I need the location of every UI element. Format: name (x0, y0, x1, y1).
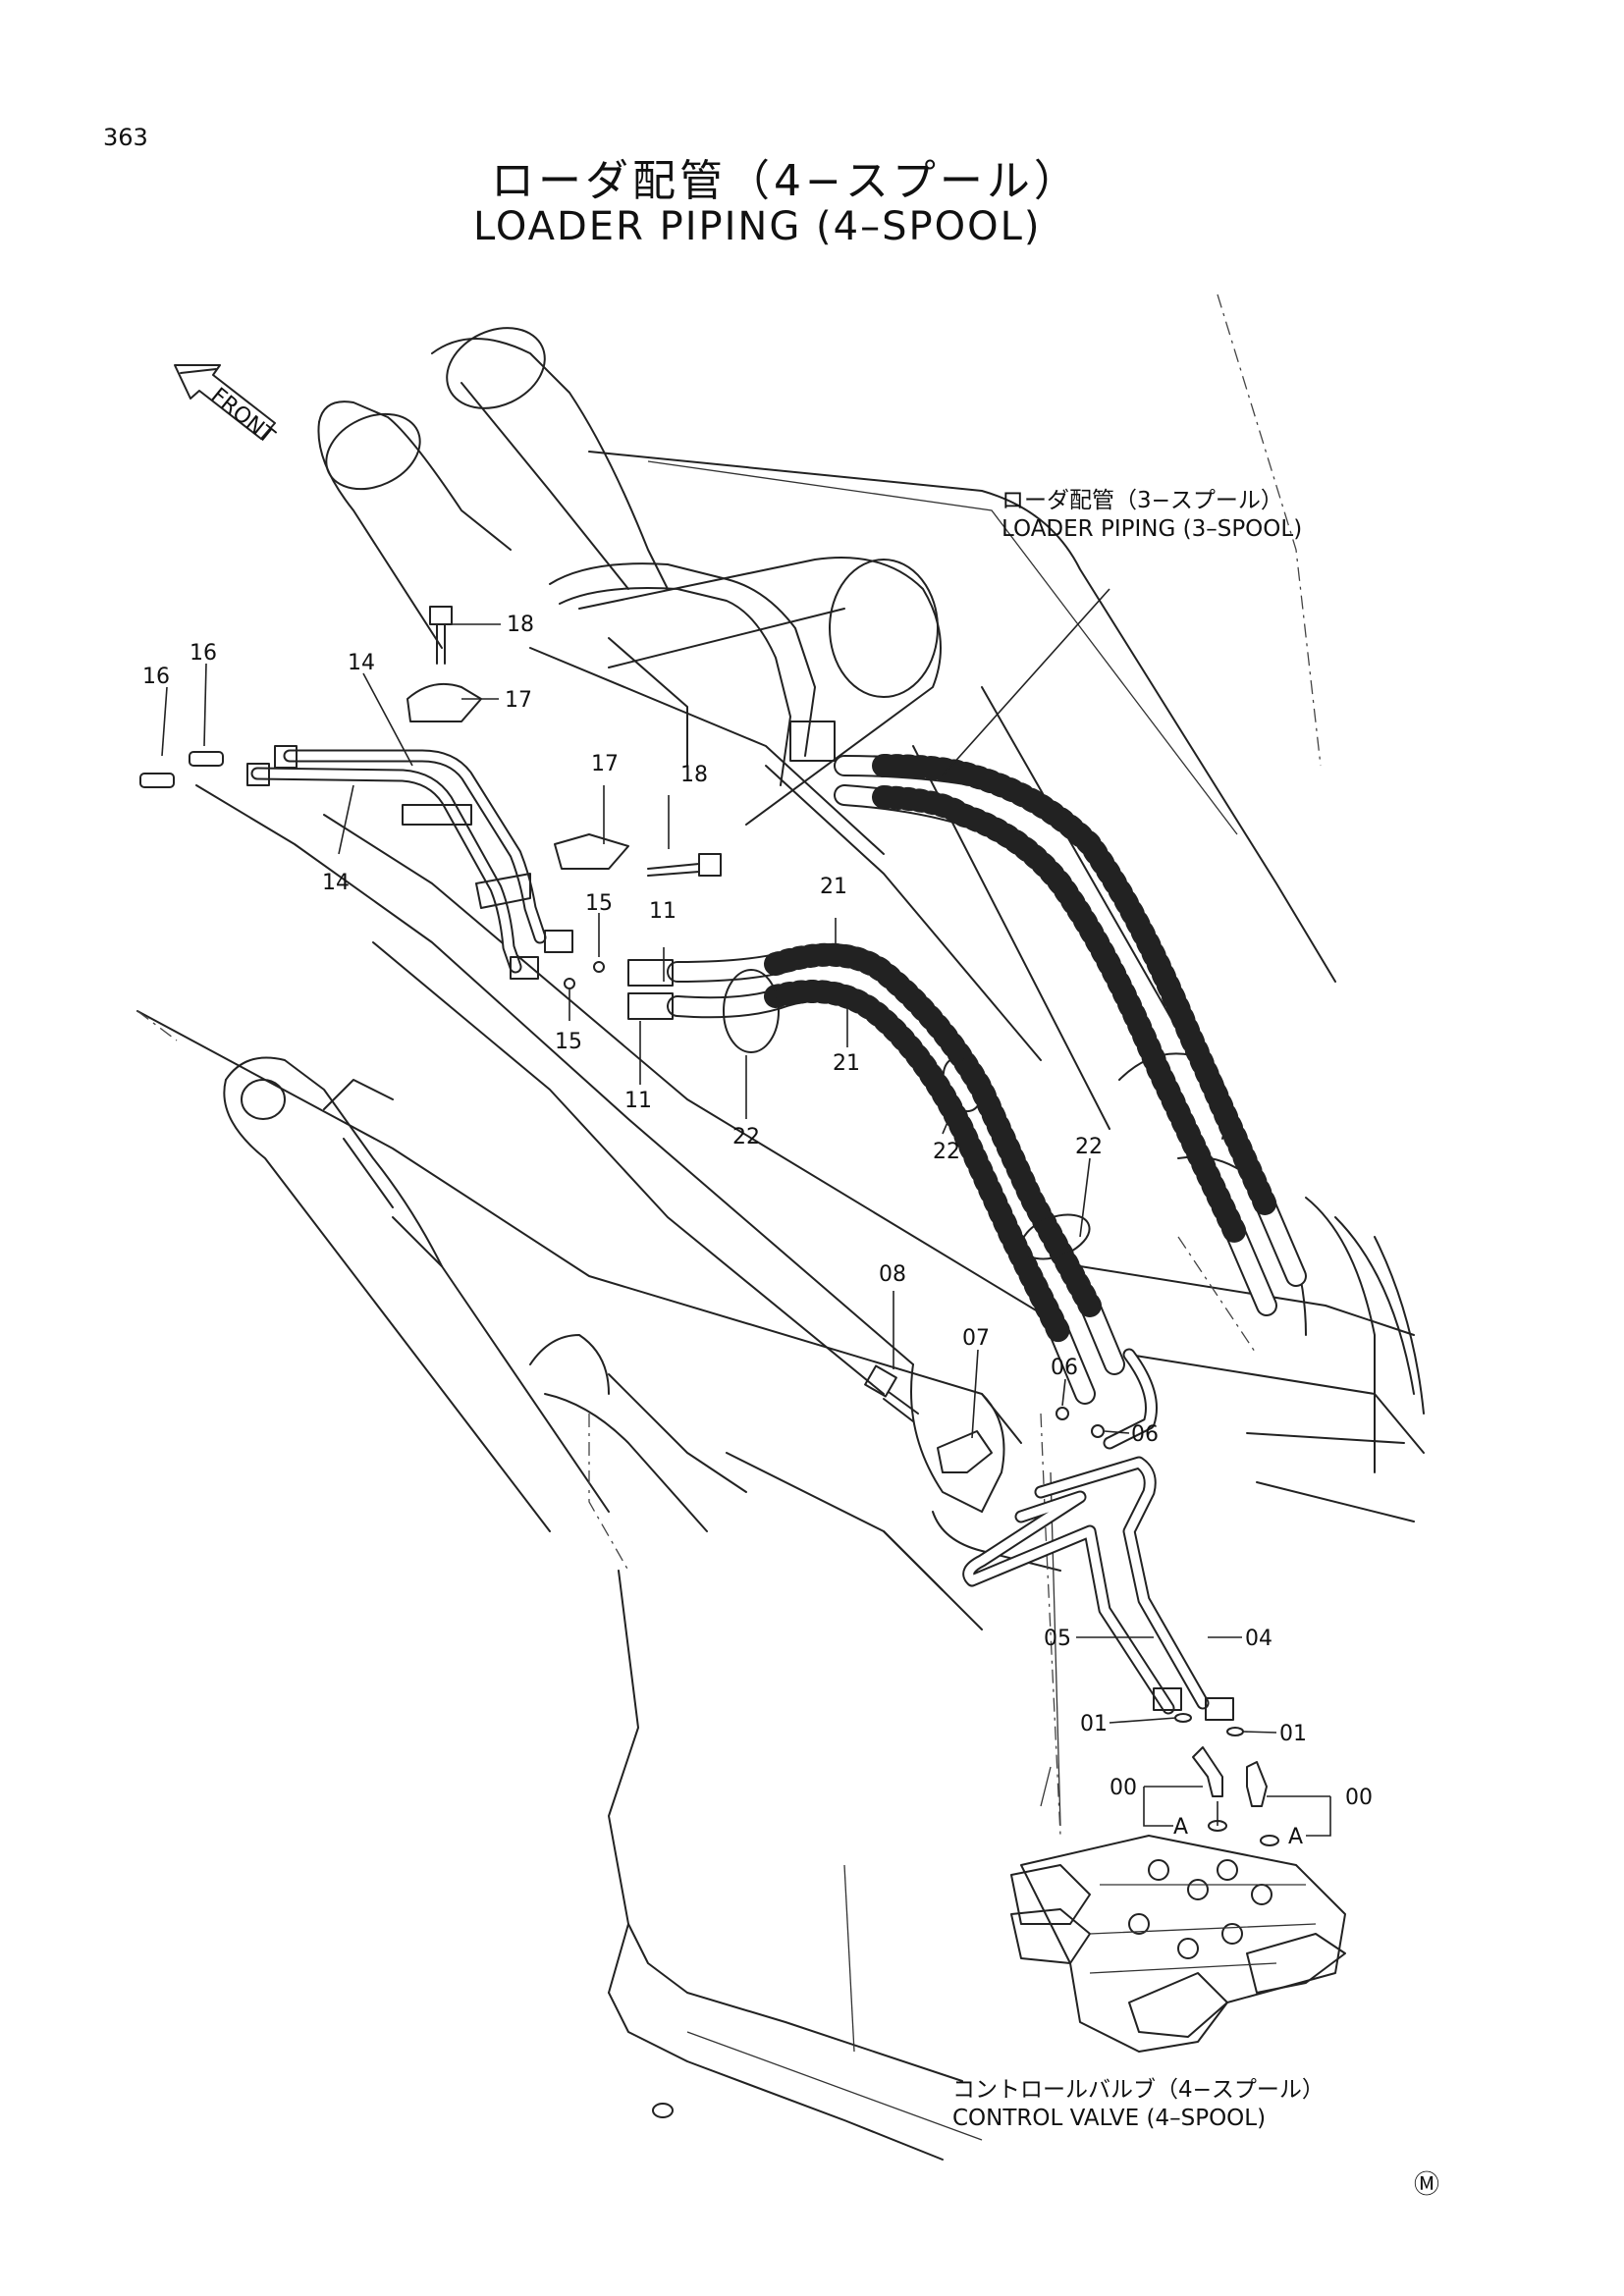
corner-mark: Ⓜ (1414, 2170, 1440, 2200)
page-title-english: LOADER PIPING (4–SPOOL) (473, 204, 1042, 249)
part-label-21: 21 (833, 1051, 860, 1076)
hose-3spool (549, 562, 1307, 1316)
note-control-valve-ja: コントロールバルブ（4−スプール） (952, 2077, 1325, 2103)
bracket-07 (937, 1430, 993, 1473)
part-label-07: 07 (962, 1326, 990, 1351)
front-arrow-label: FRONT (206, 384, 280, 450)
part-label-04: 04 (1245, 1627, 1272, 1651)
pipe-04-05 (962, 1348, 1234, 1721)
leader-lines (161, 588, 1331, 1837)
part-label-18: 18 (507, 613, 534, 637)
part-label-15: 15 (555, 1030, 582, 1054)
adapter-00 (1192, 1746, 1279, 1846)
pipe-14 (246, 745, 547, 974)
part-label-18: 18 (680, 763, 708, 787)
part-label-00: 00 (1345, 1786, 1373, 1810)
part-label-08: 08 (879, 1262, 906, 1287)
bolt-08 (864, 1364, 919, 1422)
note-control-valve: コントロールバルブ（4−スプール） CONTROL VALVE (4–SPOOL… (952, 2076, 1325, 2133)
part-label-21: 21 (820, 875, 847, 899)
part-label-01: 01 (1080, 1712, 1108, 1736)
note-control-valve-en: CONTROL VALVE (4–SPOOL) (952, 2106, 1267, 2131)
page-number: 363 (103, 124, 148, 151)
part-label-22: 22 (732, 1125, 760, 1149)
boom-structure (136, 294, 1425, 2161)
view-mark-a: A (1173, 1815, 1188, 1840)
part-label-06: 06 (1051, 1356, 1078, 1380)
page-title-japanese: ローダ配管（4−スプール） (491, 156, 1081, 206)
control-valve (1010, 1835, 1346, 2053)
part-label-22: 22 (1075, 1135, 1103, 1159)
part-label-17: 17 (591, 752, 619, 776)
note-loader-piping-3spool-ja: ローダ配管（3−スプール） (1001, 488, 1283, 513)
bolt-18 (429, 606, 722, 877)
view-mark-a: A (1288, 1825, 1303, 1849)
part-label-22: 22 (933, 1140, 960, 1164)
part-label-11: 11 (624, 1089, 652, 1113)
o-rings (1056, 1407, 1244, 1736)
part-number-labels: 16 16 14 14 18 17 17 18 15 15 11 11 21 2… (142, 613, 1373, 1849)
part-label-17: 17 (505, 688, 532, 713)
hose-clamp-22 (723, 969, 1091, 1260)
part-label-06: 06 (1131, 1422, 1159, 1447)
part-label-00: 00 (1110, 1776, 1137, 1800)
part-label-11: 11 (649, 899, 677, 924)
elbow-fittings (510, 930, 605, 989)
part-label-15: 15 (585, 891, 613, 916)
part-label-16: 16 (142, 665, 170, 689)
part-label-14: 14 (322, 871, 350, 895)
part-label-14: 14 (348, 651, 375, 675)
note-loader-piping-3spool: ローダ配管（3−スプール） LOADER PIPING (3–SPOOL) (1001, 487, 1302, 544)
hose-21 (627, 942, 1125, 1405)
part-label-05: 05 (1044, 1627, 1071, 1651)
note-loader-piping-3spool-en: LOADER PIPING (3–SPOOL) (1001, 516, 1303, 542)
part-label-16: 16 (189, 641, 217, 666)
clamp-17 (406, 683, 629, 870)
part-label-01: 01 (1279, 1722, 1307, 1746)
front-arrow-icon (174, 364, 276, 440)
plug-16 (139, 751, 224, 788)
